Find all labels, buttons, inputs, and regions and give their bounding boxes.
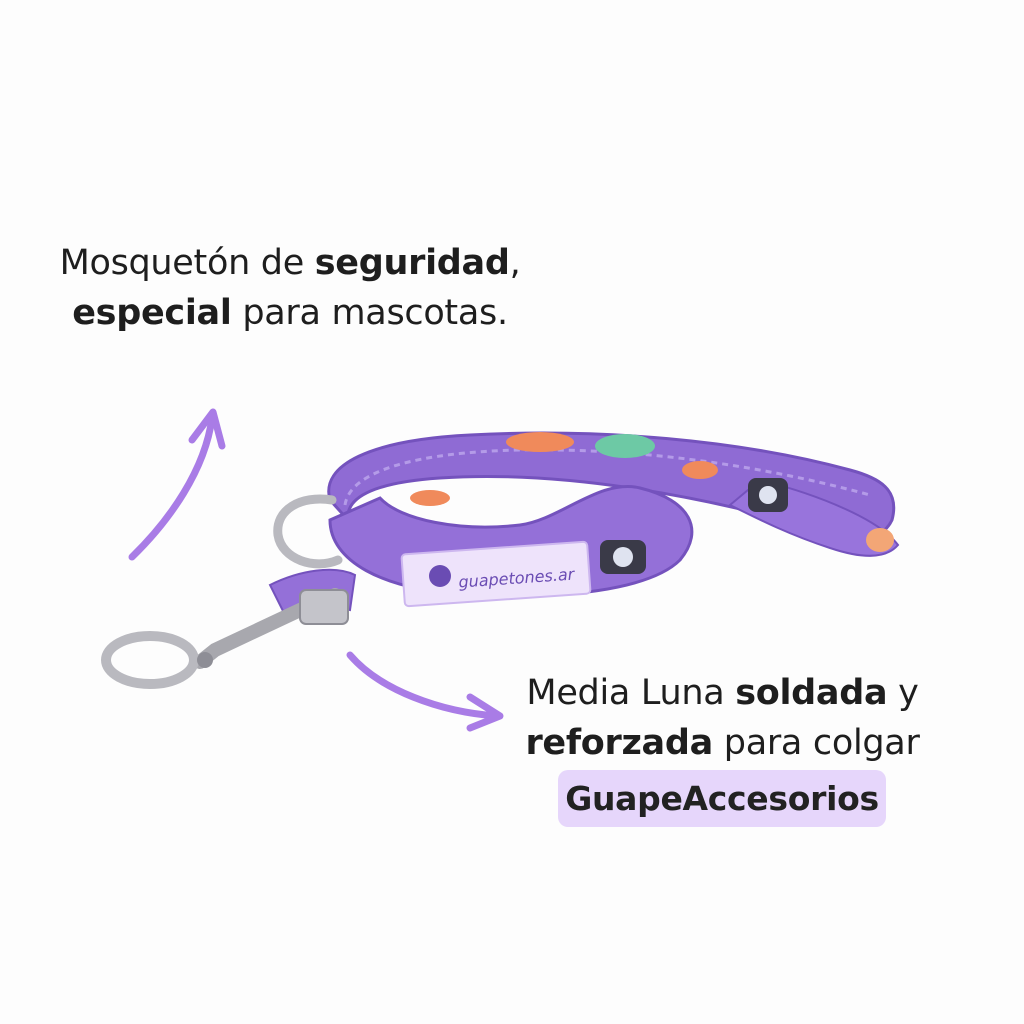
ring-caption-text-end: y [887, 673, 919, 713]
ring-caption-bold-2: reforzada [525, 723, 713, 763]
ring-caption-bold: soldada [735, 673, 888, 713]
paw-logo-icon [429, 565, 451, 587]
ring-caption: Media Luna soldada y reforzada para colg… [525, 668, 920, 768]
clasp-caption-text: Mosquetón de [59, 243, 315, 283]
clasp-caption-text-2: para mascotas. [231, 293, 508, 333]
clasp-caption: Mosquetón de seguridad, especial para ma… [0, 238, 580, 338]
brand-badge: GuapeAccesorios [558, 770, 886, 827]
snap-hook-clasp [101, 588, 349, 689]
d-ring [273, 494, 343, 569]
ring-caption-text: Media Luna [526, 673, 736, 713]
clasp-caption-bold-2: especial [72, 293, 232, 333]
brand-tag: guapetones.ar [400, 540, 592, 608]
curved-arrow-up-icon [128, 408, 226, 561]
clasp-caption-comma: , [509, 243, 521, 283]
ring-caption-text-2: para colgar [712, 723, 920, 763]
curved-arrow-right-icon [346, 651, 504, 732]
clasp-caption-bold: seguridad [314, 243, 510, 283]
